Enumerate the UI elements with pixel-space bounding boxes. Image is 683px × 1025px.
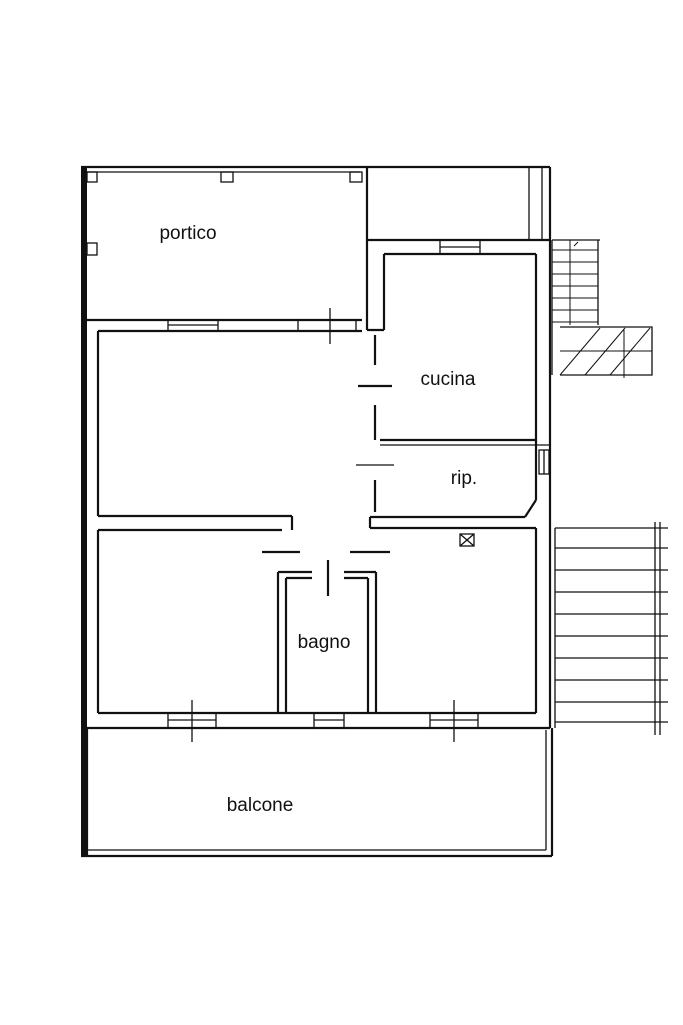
room-label-portico: portico — [159, 223, 216, 244]
room-label-balcony: balcone — [227, 795, 294, 816]
balcony-outline — [81, 728, 554, 858]
room-label-kitchen: cucina — [421, 369, 476, 390]
room-label-storage: rip. — [451, 468, 477, 489]
interior-walls — [96, 331, 538, 713]
lower-wall — [87, 700, 550, 742]
exterior-walls — [81, 165, 552, 856]
room-label-bathroom: bagno — [298, 632, 351, 653]
storage-room-walls — [356, 445, 552, 728]
side-pergola — [554, 522, 668, 735]
portico-lower-wall — [87, 308, 362, 344]
kitchen-walls — [358, 238, 552, 446]
bathroom-walls — [276, 560, 378, 713]
external-stairs — [551, 239, 653, 378]
